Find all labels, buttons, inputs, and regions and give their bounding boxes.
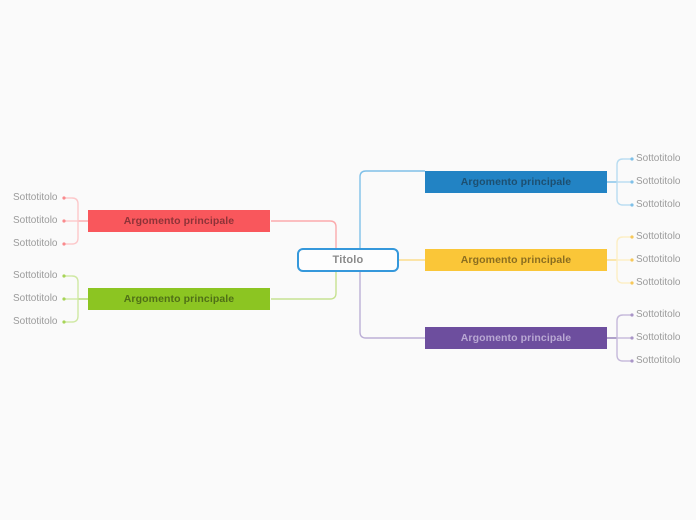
subtopic-green-1[interactable]: Sottotitolo bbox=[13, 270, 58, 281]
main-topic-purple[interactable]: Argomento principale bbox=[425, 327, 607, 349]
leaf-dot-purple-1 bbox=[630, 313, 634, 317]
edge-root-to-green bbox=[271, 272, 337, 300]
edge-purple-bracket bbox=[616, 314, 624, 362]
subtopic-blue-2[interactable]: Sottotitolo bbox=[636, 176, 681, 187]
subtopic-purple-2[interactable]: Sottotitolo bbox=[636, 332, 681, 343]
main-topic-label: Argomento principale bbox=[460, 332, 572, 344]
main-topic-label: Argomento principale bbox=[460, 176, 572, 188]
subtopic-green-2[interactable]: Sottotitolo bbox=[13, 293, 58, 304]
main-topic-label: Argomento principale bbox=[460, 254, 572, 266]
leaf-dot-blue-2 bbox=[630, 180, 634, 184]
edge-blue-bracket bbox=[616, 158, 624, 206]
edge-root-to-purple bbox=[359, 272, 425, 339]
subtopic-green-3[interactable]: Sottotitolo bbox=[13, 316, 58, 327]
edge-root-to-blue bbox=[359, 170, 425, 248]
subtopic-yellow-3[interactable]: Sottotitolo bbox=[636, 277, 681, 288]
main-topic-yellow[interactable]: Argomento principale bbox=[425, 249, 607, 271]
subtopic-red-1[interactable]: Sottotitolo bbox=[13, 192, 58, 203]
main-topic-label: Argomento principale bbox=[123, 293, 235, 305]
leaf-dot-yellow-1 bbox=[630, 235, 634, 239]
subtopic-yellow-1[interactable]: Sottotitolo bbox=[636, 231, 681, 242]
subtopic-blue-1[interactable]: Sottotitolo bbox=[636, 153, 681, 164]
subtopic-purple-3[interactable]: Sottotitolo bbox=[636, 355, 681, 366]
leaf-dot-purple-3 bbox=[630, 359, 634, 363]
main-topic-blue[interactable]: Argomento principale bbox=[425, 171, 607, 193]
leaf-dot-yellow-3 bbox=[630, 281, 634, 285]
edge-yellow-bracket bbox=[616, 236, 624, 284]
root-node-label: Titolo bbox=[332, 254, 364, 266]
leaf-dot-yellow-2 bbox=[630, 258, 634, 262]
subtopic-yellow-2[interactable]: Sottotitolo bbox=[636, 254, 681, 265]
edge-root-to-red bbox=[271, 220, 337, 248]
main-topic-label: Argomento principale bbox=[123, 215, 235, 227]
subtopic-blue-3[interactable]: Sottotitolo bbox=[636, 199, 681, 210]
subtopic-red-3[interactable]: Sottotitolo bbox=[13, 238, 58, 249]
main-topic-green[interactable]: Argomento principale bbox=[88, 288, 270, 310]
leaf-dot-blue-3 bbox=[630, 203, 634, 207]
leaf-dot-blue-1 bbox=[630, 157, 634, 161]
subtopic-purple-1[interactable]: Sottotitolo bbox=[636, 309, 681, 320]
main-topic-red[interactable]: Argomento principale bbox=[88, 210, 270, 232]
subtopic-red-2[interactable]: Sottotitolo bbox=[13, 215, 58, 226]
leaf-dot-purple-2 bbox=[630, 336, 634, 340]
root-node-titolo[interactable]: Titolo bbox=[297, 248, 399, 272]
